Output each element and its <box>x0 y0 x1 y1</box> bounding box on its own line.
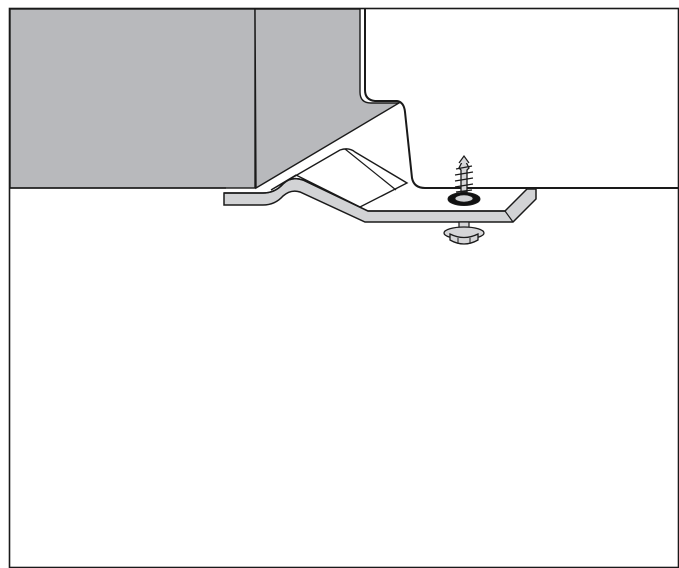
screw-threads <box>454 165 474 193</box>
mounting-bracket <box>223 148 537 223</box>
screw-tip-icon <box>458 154 470 164</box>
bracket-wedge <box>270 148 409 208</box>
countertop <box>9 8 402 190</box>
appliance-body <box>364 9 679 189</box>
bracket-wedge-edge <box>344 148 397 191</box>
screw-washer <box>447 192 481 206</box>
screw-nut <box>443 221 485 245</box>
countertop-side-face <box>254 8 402 190</box>
nut-head <box>449 232 479 245</box>
bracket-strap-fold <box>504 210 514 223</box>
countertop-front-face <box>9 8 256 189</box>
washer-inner <box>454 194 474 203</box>
mounting-screw <box>454 154 474 193</box>
bracket-strap-top-edge <box>224 177 505 212</box>
